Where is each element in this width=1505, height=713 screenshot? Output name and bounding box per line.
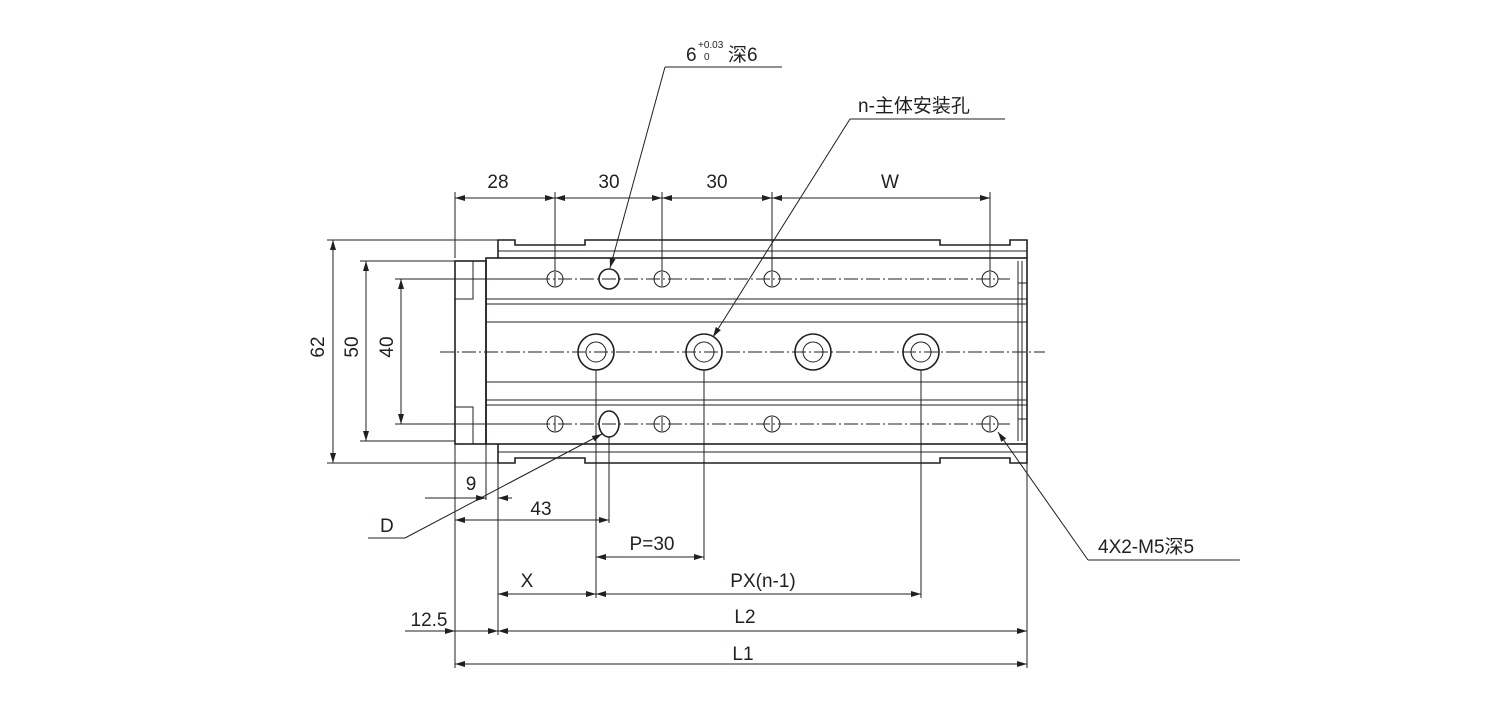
dim-43: 43: [530, 499, 551, 520]
pin-hole-base: 6: [686, 45, 697, 66]
dim-l1: L1: [732, 644, 753, 665]
callout-body-mount: n-主体安装孔: [712, 95, 1005, 338]
dim-62: 62: [308, 336, 329, 357]
center-lines: [440, 278, 1045, 425]
dim-x: X: [521, 571, 534, 592]
pin-hole-tol-upper: +0.03: [698, 40, 724, 51]
dim-30-b: 30: [706, 172, 727, 193]
body-mount-label: n-主体安装孔: [858, 95, 970, 117]
d-label: D: [380, 516, 394, 537]
body-mount-holes: [577, 333, 940, 371]
dim-pxn: PX(n-1): [730, 571, 795, 592]
dim-40: 40: [377, 336, 398, 357]
dim-w: W: [881, 172, 899, 193]
dim-9: 9: [466, 474, 477, 495]
dim-30-a: 30: [598, 172, 619, 193]
body-outline: [454, 239, 1028, 464]
dim-12-5: 12.5: [411, 610, 448, 631]
callout-pin-hole: 6 +0.03 0 深6: [609, 40, 782, 269]
dim-50: 50: [342, 336, 363, 357]
callout-end-tapped: 4X2-M5深5: [997, 431, 1240, 561]
top-dimensions: 28 30 30 W: [454, 172, 991, 271]
pin-hole-suffix: 深6: [728, 44, 758, 66]
dim-l2: L2: [734, 607, 755, 628]
end-tapped-label: 4X2-M5深5: [1098, 536, 1194, 558]
small-hole-row-top: [546, 268, 999, 290]
hole-crosshairs: [554, 272, 991, 431]
bottom-dimensions: 9 43 P=30 X PX(n-1) 12.5 L2 L1: [405, 370, 1028, 668]
callout-d: D: [368, 433, 603, 539]
dim-pitch: P=30: [630, 534, 675, 555]
height-dimensions: 62 50 40: [308, 239, 540, 464]
dim-28: 28: [487, 172, 508, 193]
pin-hole-tol-lower: 0: [704, 52, 710, 63]
